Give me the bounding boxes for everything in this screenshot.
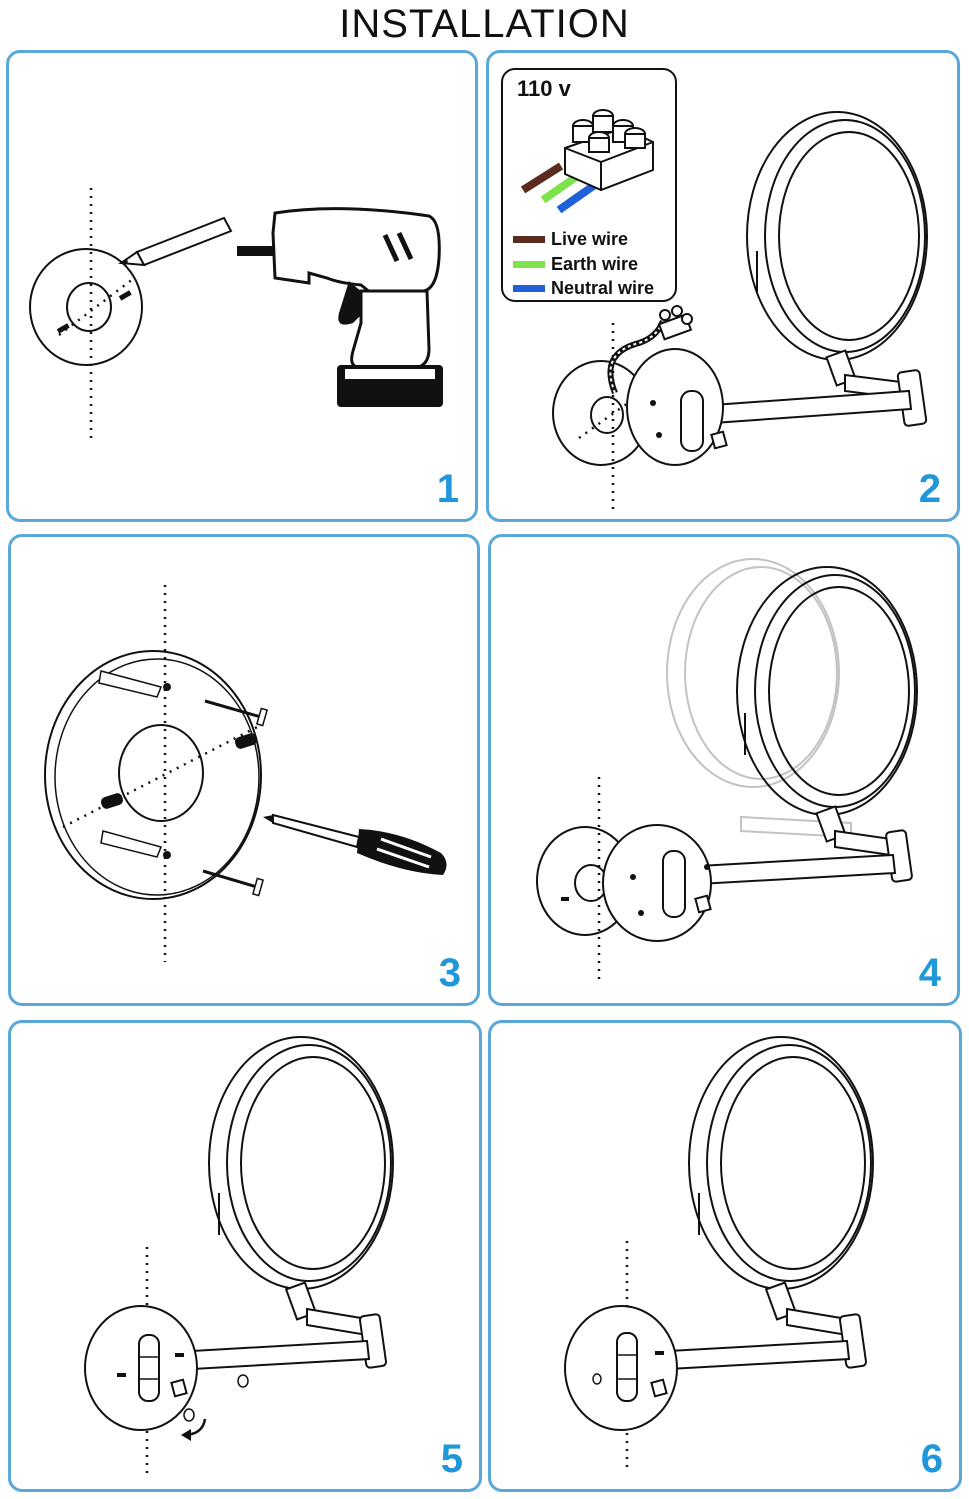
legend-label: Neutral wire: [551, 277, 655, 298]
legend-item-earth: Earth wire: [513, 253, 638, 275]
wiring-legend: 110 v Live wire Earth wire: [501, 68, 677, 302]
step-number: 4: [918, 951, 941, 995]
page-title: INSTALLATION: [339, 2, 630, 46]
screwdriver-icon: [263, 813, 447, 875]
wall-plug-icon: [98, 670, 258, 858]
voltage-label: 110 v: [517, 76, 571, 101]
step-2-illustration: [552, 111, 928, 513]
step-3-illustration: [44, 585, 447, 962]
mirror-icon: [746, 111, 928, 387]
live-wire-swatch: [513, 235, 545, 243]
step-4-illustration: [536, 558, 918, 982]
step-panel-1: 1: [6, 50, 478, 522]
mirror-icon: [208, 1036, 394, 1321]
step-number: 5: [440, 1437, 463, 1481]
step-number: 3: [438, 951, 461, 995]
drill-icon: [237, 207, 443, 407]
step-1-illustration: [29, 188, 443, 443]
legend-item-neutral: Neutral wire: [513, 277, 654, 299]
pencil-icon: [118, 216, 233, 267]
mirror-arm: [712, 369, 928, 427]
legend-label: Earth wire: [551, 253, 639, 274]
step-panel-5: 5: [8, 1020, 482, 1492]
step-6-illustration: [564, 1036, 874, 1473]
step-number: 1: [436, 467, 459, 511]
mirror-icon: [688, 1036, 874, 1321]
terminal-block-icon: [520, 109, 654, 214]
screw-icon: [202, 699, 269, 897]
wall-plate: [29, 248, 143, 366]
legend-item-live: Live wire: [513, 228, 628, 250]
step-panel-4: 4: [488, 534, 960, 1006]
ghost-mirror: [666, 558, 852, 839]
step-5-illustration: [84, 1036, 394, 1473]
step-number: 6: [920, 1437, 943, 1481]
legend-label: Live wire: [551, 228, 629, 249]
terminal-block-small: [657, 305, 693, 341]
step-panel-2: 110 v Live wire Earth wire: [486, 50, 960, 522]
step-number: 2: [918, 467, 941, 511]
step-panel-6: 6: [488, 1020, 962, 1492]
mirror-icon: [736, 566, 918, 843]
wall-plate: [44, 650, 262, 900]
neutral-wire-swatch: [513, 284, 545, 292]
rotate-arrow-icon: [181, 1418, 207, 1441]
earth-wire-swatch: [513, 260, 545, 268]
step-panel-3: 3: [8, 534, 480, 1006]
